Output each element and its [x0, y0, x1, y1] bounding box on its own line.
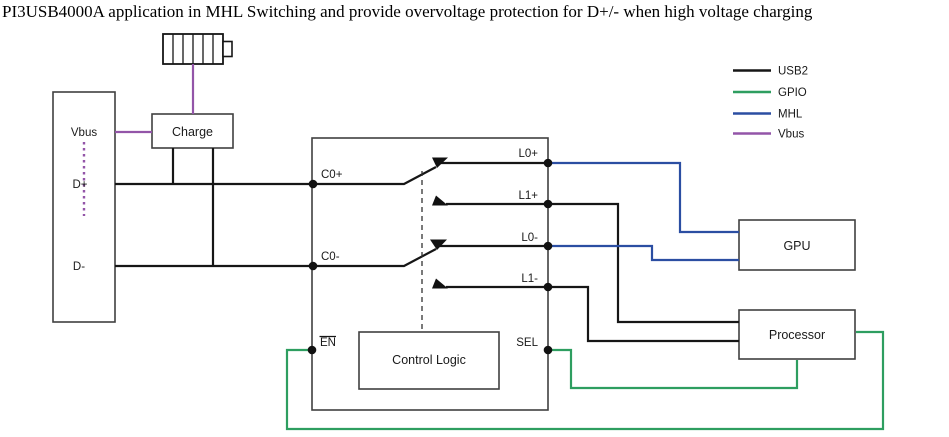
wire-sel-to-processor: [548, 348, 799, 390]
vbus-wires: [82, 64, 195, 216]
diagram-title: PI3USB4000A application in MHL Switching…: [2, 2, 813, 21]
gpu-box: [738, 219, 856, 271]
dot-l0plus: [543, 158, 553, 168]
label-en: EN: [320, 337, 336, 349]
usb-connector-box: [52, 91, 116, 323]
label-l1plus: L1+: [518, 190, 538, 202]
wire-l0plus-to-gpu: [548, 161, 739, 234]
block-outlines: [52, 91, 856, 411]
mhl-wires: [548, 161, 739, 262]
contact-arrow-l1plus: [432, 195, 448, 206]
legend-label-mhl: MHL: [778, 109, 803, 121]
label-vbus: Vbus: [71, 127, 97, 139]
label-l1minus: L1-: [521, 273, 538, 285]
label-sel: SEL: [516, 337, 538, 349]
switch-blade-bottom: [313, 248, 437, 268]
wire-l1plus-to-processor: [548, 202, 739, 324]
label-c0minus: C0-: [321, 251, 340, 263]
contact-arrow-l0plus: [432, 157, 448, 168]
contact-arrow-l0minus: [430, 239, 447, 250]
dot-c0minus: [308, 261, 318, 271]
gpio-wires: [285, 330, 885, 431]
dot-c0plus: [308, 179, 318, 189]
switch-contact-arrows: [430, 157, 448, 289]
dot-l1minus: [543, 282, 553, 292]
legend: USB2 GPIO MHL Vbus: [733, 66, 808, 141]
label-charge: Charge: [172, 125, 213, 139]
usb2-wires: [115, 148, 739, 343]
label-c0plus: C0+: [321, 169, 343, 181]
control-logic-box: [358, 331, 500, 390]
junction-dots: [307, 158, 553, 355]
label-dplus: D+: [72, 179, 87, 191]
label-dminus: D-: [73, 261, 85, 273]
legend-label-vbus: Vbus: [778, 129, 804, 141]
dot-l1plus: [543, 199, 553, 209]
dot-sel: [543, 345, 553, 355]
processor-box: [738, 309, 856, 360]
label-control-logic: Control Logic: [392, 353, 466, 367]
battery-icon: [162, 33, 233, 65]
label-processor: Processor: [769, 328, 825, 342]
switch-blade-top: [313, 166, 437, 186]
dot-l0minus: [543, 241, 553, 251]
legend-label-gpio: GPIO: [778, 87, 807, 99]
dot-en: [307, 345, 317, 355]
contact-arrow-l1minus: [432, 278, 448, 289]
label-l0minus: L0-: [521, 232, 538, 244]
wire-en-to-processor: [285, 330, 885, 431]
label-l0plus: L0+: [518, 148, 538, 160]
label-gpu: GPU: [783, 239, 810, 253]
legend-label-usb2: USB2: [778, 66, 808, 78]
wire-l1minus-to-processor: [548, 285, 739, 343]
wire-l0minus-to-gpu: [548, 244, 739, 262]
